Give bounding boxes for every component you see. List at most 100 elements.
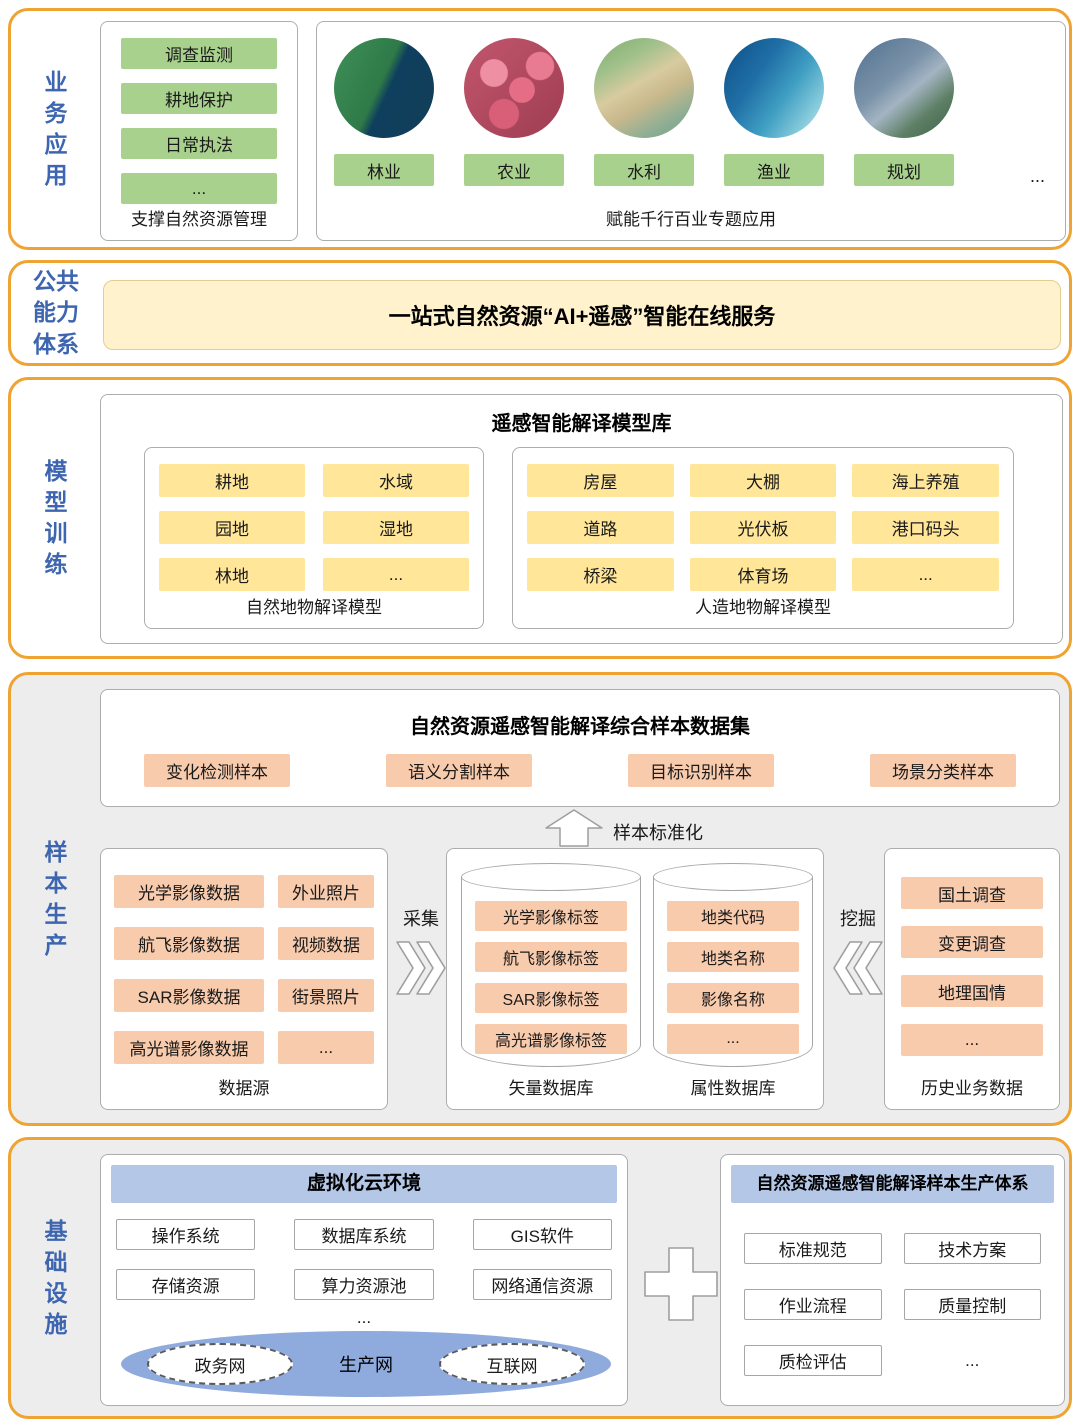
app-label-water: 水利 — [594, 154, 694, 186]
attribute-db-list: 地类代码地类名称影像名称... — [667, 901, 799, 1054]
production-system-chip: 质量控制 — [903, 1289, 1041, 1320]
dataset-chip: 语义分割样本 — [386, 754, 532, 787]
production-system-chip: 质检评估 — [744, 1345, 882, 1376]
model-layer: 模型训练 遥感智能解译模型库 耕地水域园地湿地林地... 自然地物解译模型 房屋… — [8, 377, 1072, 659]
business-functions-panel: 调查监测耕地保护日常执法... 支撑自然资源管理 — [100, 21, 298, 241]
attribute-db-chip: 地类名称 — [667, 942, 799, 972]
planning-photo-icon — [854, 38, 954, 138]
business-functions-list: 调查监测耕地保护日常执法... — [101, 22, 297, 204]
artificial-model-chip: 桥梁 — [527, 558, 674, 591]
business-function-chip: 耕地保护 — [121, 83, 277, 114]
natural-model-chip: 园地 — [159, 511, 305, 544]
production-system-grid: 标准规范技术方案作业流程质量控制质检评估... — [721, 1233, 1064, 1376]
history-caption: 历史业务数据 — [921, 1079, 1023, 1098]
app-label-planning: 规划 — [854, 154, 954, 186]
cloud-resource-chip: 算力资源池 — [294, 1269, 434, 1300]
dataset-chip: 变化检测样本 — [144, 754, 290, 787]
production-system-chip: 作业流程 — [744, 1289, 882, 1320]
collect-label: 采集 — [403, 909, 439, 929]
app-fishery: 渔业 — [722, 38, 826, 186]
app-agriculture: 农业 — [462, 38, 566, 186]
vector-db-chip: SAR影像标签 — [475, 983, 627, 1013]
artificial-model-chip: 海上养殖 — [852, 464, 999, 497]
water-photo-icon — [594, 38, 694, 138]
history-list: 国土调查变更调查地理国情... — [885, 849, 1059, 1056]
production-network-label: 生产网 — [339, 1355, 393, 1375]
collect-flow: 采集 — [392, 905, 450, 997]
datasource-chip: ... — [278, 1031, 374, 1064]
plus-icon — [643, 1246, 719, 1322]
forestry-photo-icon — [334, 38, 434, 138]
cloud-resource-chip: 数据库系统 — [294, 1219, 434, 1250]
history-chip: 国土调查 — [901, 877, 1043, 909]
attribute-db-chip: 地类代码 — [667, 901, 799, 931]
infra-layer-label: 基础设施 — [44, 1217, 68, 1338]
industry-apps-row: 林业 农业 水利 渔业 规划 — [317, 22, 1065, 186]
attribute-db-cylinder-top — [653, 863, 813, 891]
app-forestry: 林业 — [332, 38, 436, 186]
artificial-model-chip: 港口码头 — [852, 511, 999, 544]
capability-layer-label: 公共能力体系 — [33, 268, 79, 357]
natural-model-chip: 耕地 — [159, 464, 305, 497]
dataset-chip: 目标识别样本 — [628, 754, 774, 787]
vector-db-chip: 高光谱影像标签 — [475, 1024, 627, 1054]
natural-model-chip: ... — [323, 558, 469, 591]
cloud-header: 虚拟化云环境 — [111, 1165, 617, 1203]
apps-more-ellipsis: ... — [1029, 166, 1045, 186]
attribute-db-cylinder: 地类代码地类名称影像名称... — [653, 863, 813, 1067]
vector-db-chip: 光学影像标签 — [475, 901, 627, 931]
business-layer-label: 业务应用 — [44, 68, 68, 189]
history-panel: 国土调查变更调查地理国情... 历史业务数据 — [884, 848, 1060, 1110]
cloud-resource-chip: 操作系统 — [116, 1219, 256, 1250]
natural-model-chip: 湿地 — [323, 511, 469, 544]
datasource-chip: 街景照片 — [278, 979, 374, 1012]
cloud-resource-chip: GIS软件 — [472, 1219, 612, 1250]
cloud-more-ellipsis: ... — [356, 1308, 372, 1327]
business-function-chip: 日常执法 — [121, 128, 277, 159]
artificial-model-chip: 光伏板 — [689, 511, 837, 544]
model-library-title: 遥感智能解译模型库 — [491, 413, 672, 435]
sample-layer-label: 样本生产 — [44, 838, 68, 959]
vector-db-cylinder-top — [461, 863, 641, 891]
history-chip: 地理国情 — [901, 975, 1043, 1007]
attribute-db-caption: 属性数据库 — [690, 1079, 776, 1098]
vector-db-chip: 航飞影像标签 — [475, 942, 627, 972]
cloud-resource-chip: 网络通信资源 — [472, 1269, 612, 1300]
artificial-models-box: 房屋大棚海上养殖道路光伏板港口码头桥梁体育场... 人造地物解译模型 — [512, 447, 1014, 629]
standardize-arrow-icon — [545, 809, 603, 847]
collect-chevrons-icon — [396, 941, 446, 995]
app-planning: 规划 — [852, 38, 956, 186]
history-chip: ... — [901, 1024, 1043, 1056]
mine-chevrons-icon — [833, 941, 883, 995]
cloud-panel: 虚拟化云环境 操作系统 数据库系统 GIS软件存储资源 算力资源池 网络通信资源 ...… — [100, 1154, 628, 1406]
app-label-fishery: 渔业 — [724, 154, 824, 186]
datasource-chip: SAR影像数据 — [114, 979, 264, 1012]
business-layer: 业务应用 调查监测耕地保护日常执法... 支撑自然资源管理 林业 农业 水利 — [8, 8, 1072, 250]
natural-models-grid: 耕地水域园地湿地林地... — [145, 448, 483, 591]
app-label-agriculture: 农业 — [464, 154, 564, 186]
dataset-chip: 场景分类样本 — [870, 754, 1016, 787]
datasource-chip: 外业照片 — [278, 875, 374, 908]
cloud-resource-chip: 存储资源 — [116, 1269, 256, 1300]
natural-model-chip: 水域 — [323, 464, 469, 497]
vector-db-caption: 矢量数据库 — [508, 1079, 594, 1098]
vector-db-cylinder: 光学影像标签航飞影像标签 SAR影像标签高光谱影像标签 — [461, 863, 641, 1067]
networks-ellipse: 政务网 生产网 互联网 — [121, 1331, 611, 1397]
artificial-models-caption: 人造地物解译模型 — [695, 598, 831, 617]
natural-models-caption: 自然地物解译模型 — [246, 598, 382, 617]
datasource-chip: 光学影像数据 — [114, 875, 264, 908]
attribute-db-chip: ... — [667, 1024, 799, 1054]
business-function-chip: ... — [121, 173, 277, 204]
standardize-label: 样本标准化 — [613, 823, 703, 843]
production-system-chip: ... — [965, 1350, 980, 1370]
cloud-grid: 操作系统 数据库系统 GIS软件存储资源 算力资源池 网络通信资源 — [101, 1219, 627, 1300]
infra-layer: 基础设施 虚拟化云环境 操作系统 数据库系统 GIS软件存储资源 算力资源池 网络通信资… — [8, 1137, 1072, 1419]
artificial-model-chip: 大棚 — [689, 464, 837, 497]
artificial-model-chip: ... — [852, 558, 999, 591]
model-library-panel: 遥感智能解译模型库 耕地水域园地湿地林地... 自然地物解译模型 房屋大棚海上养… — [100, 394, 1063, 644]
vector-db-list: 光学影像标签航飞影像标签 SAR影像标签高光谱影像标签 — [475, 901, 627, 1054]
attribute-db-chip: 影像名称 — [667, 983, 799, 1013]
